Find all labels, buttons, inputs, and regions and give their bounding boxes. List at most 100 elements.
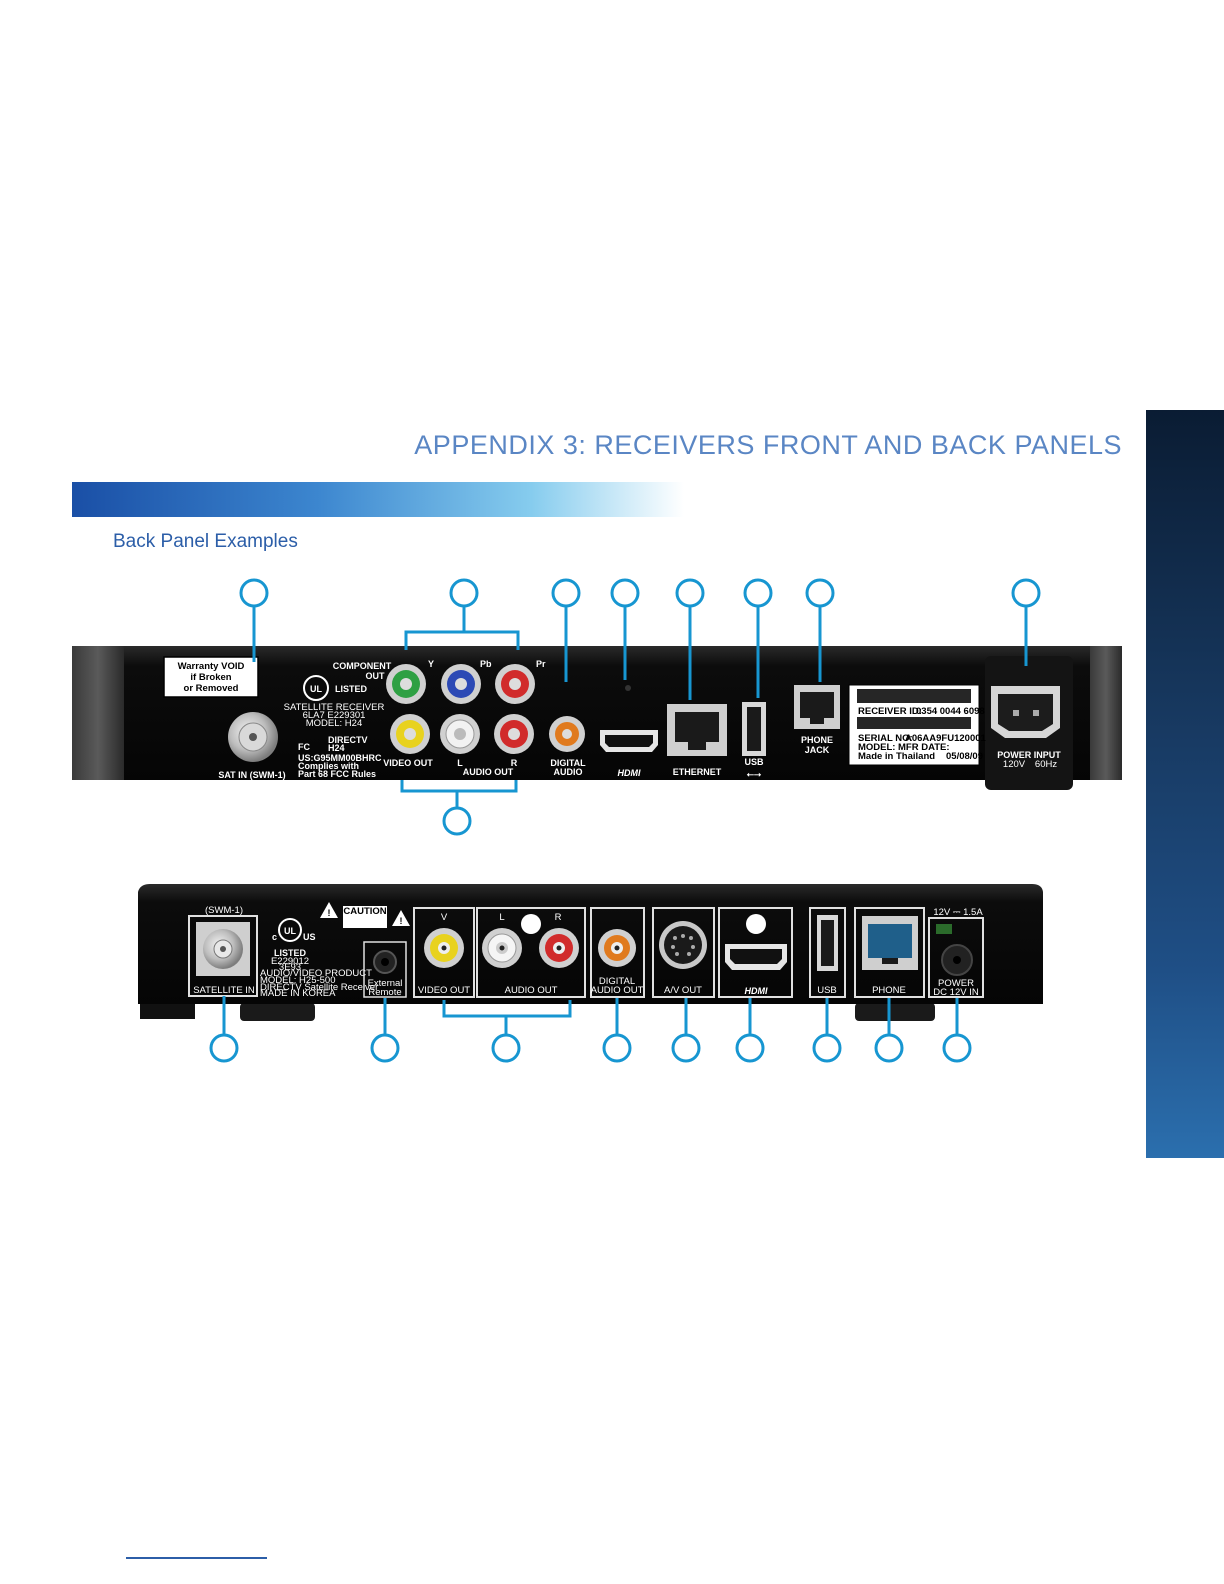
h25-usb-port[interactable] (817, 915, 838, 971)
callout-video-audio-out (442, 806, 472, 836)
h25-usb-label: USB (817, 985, 837, 996)
l-label: L (457, 758, 463, 768)
power-volts: 120V (1003, 759, 1026, 770)
svg-text:UL: UL (284, 926, 296, 936)
serial-receiver-id: 0354 0044 6098 (916, 706, 985, 717)
ethernet-port[interactable] (667, 704, 727, 756)
callout-component-out (449, 578, 479, 608)
callout-power (1011, 578, 1041, 608)
component-label-2: OUT (366, 671, 386, 681)
v-label: V (441, 912, 448, 923)
serial-receiver-id-label: RECEIVER ID: (858, 706, 922, 717)
callout-satellite-in (209, 1033, 239, 1063)
component-label-1: COMPONENT (333, 661, 392, 671)
warranty-sticker: Warranty VOID if Broken or Removed (163, 656, 259, 698)
h25-audio-r-jack[interactable] (539, 928, 579, 968)
callout-h25-hdmi (735, 1033, 765, 1063)
callout-h25-video-audio-out (491, 1033, 521, 1063)
phone-jack-port[interactable] (794, 685, 840, 729)
h25-video-out-jack[interactable] (424, 928, 464, 968)
sat-in-label: SAT IN (SWM-1) (218, 770, 285, 780)
video-out-label: VIDEO OUT (383, 758, 433, 768)
power-hz: 60Hz (1035, 759, 1057, 770)
warranty-line-1: Warranty VOID (178, 661, 245, 672)
h25-l-label: L (499, 912, 504, 923)
ul-c: c (272, 932, 277, 942)
component-pb-jack[interactable] (441, 664, 481, 704)
phone-jack-label-2: JACK (805, 745, 830, 755)
h25-cert-4: MODEL: H25-500 (260, 975, 336, 986)
component-y-jack[interactable] (386, 664, 426, 704)
digital-audio-jack[interactable] (549, 716, 585, 752)
fcc-line-2: H24 (328, 743, 345, 753)
page-title: APPENDIX 3: RECEIVERS FRONT AND BACK PAN… (414, 430, 1122, 460)
h25-usb-box (809, 907, 846, 998)
h25-cert-5: DIRECTV Satellite Receiver (260, 982, 378, 993)
pr-label: Pr (536, 659, 546, 669)
fcc-line-5: Part 68 FCC Rules (298, 769, 376, 779)
cert-line-3: MODEL: H24 (306, 718, 363, 729)
callout-h25-power (942, 1033, 972, 1063)
receiver-panel-h24: Warranty VOID if Broken or Removed SAT I… (72, 646, 1122, 790)
r-label: R (511, 758, 518, 768)
h25-foot-1 (240, 1003, 315, 1021)
audio-l-jack[interactable] (440, 714, 480, 754)
external-remote-label-2: Remote (368, 987, 401, 998)
h25-digital-audio-jack[interactable] (598, 929, 636, 967)
h25-power-label-1: POWER (938, 978, 974, 989)
external-remote-box (363, 941, 407, 998)
h25-cert-2: 3E93 (279, 962, 301, 973)
svg-text:UL: UL (310, 684, 322, 694)
ul-logo-h25: UL c US LISTED (272, 918, 316, 958)
usb-port[interactable] (742, 702, 766, 756)
receiver-panel-h25: (SWM-1) SATELLITE IN UL c US LISTED E229… (138, 884, 1043, 1021)
serial-no-label: SERIAL NO: (858, 733, 913, 744)
video-out-jack[interactable] (390, 714, 430, 754)
h25-hdmi-port[interactable] (725, 944, 787, 970)
component-pr-jack[interactable] (495, 664, 535, 704)
fcc-logo: FC (298, 742, 310, 752)
pb-label: Pb (480, 659, 492, 669)
power-input-socket[interactable] (991, 686, 1060, 738)
h24-right-endcap (1090, 646, 1122, 780)
h25-audio-l-jack[interactable] (482, 928, 522, 968)
warranty-line-3: or Removed (184, 683, 239, 694)
h25-video-out-label: VIDEO OUT (418, 985, 470, 996)
ul-listed-h25: LISTED (274, 948, 307, 958)
h25-audio-out-label: AUDIO OUT (505, 985, 558, 996)
h25-hdmi-box (718, 907, 793, 998)
svg-text:!: ! (328, 908, 331, 918)
satellite-in-port[interactable] (196, 922, 250, 976)
sat-in-port[interactable] (228, 712, 278, 762)
cert-line-2: 6LA7 E229301 (303, 710, 366, 721)
header-gradient-bar (72, 482, 684, 517)
digital-audio-out-box (590, 907, 645, 998)
section-subtitle: Back Panel Examples (113, 531, 298, 552)
hdmi-port[interactable] (600, 730, 658, 752)
satellite-in-label: SATELLITE IN (193, 985, 255, 996)
fcc-line-4: Complies with (298, 761, 359, 771)
ul-logo: UL LISTED (303, 675, 368, 701)
h24-left-endcap (72, 646, 124, 780)
h25-foot-left (140, 1003, 195, 1019)
h25-power-port[interactable] (936, 924, 973, 976)
digital-audio-label-1: DIGITAL (550, 758, 586, 768)
ethernet-label: ETHERNET (673, 767, 722, 777)
h25-power-box (928, 917, 984, 998)
h25-digital-audio-label-1: DIGITAL (599, 976, 635, 987)
audio-out-label: AUDIO OUT (463, 767, 514, 777)
h25-power-rating: 12V ⎓ 1.5A (933, 907, 983, 918)
ul-listed-text: LISTED (335, 684, 368, 694)
h25-cert-3: AUDIO/VIDEO PRODUCT (260, 968, 372, 979)
model-label: MODEL: (858, 742, 895, 753)
av-out-port[interactable] (659, 921, 707, 969)
svg-text:!: ! (400, 916, 403, 926)
h25-phone-port[interactable] (862, 916, 918, 970)
audio-r-jack[interactable] (494, 714, 534, 754)
external-remote-jack[interactable] (373, 950, 397, 974)
swm-label: (SWM-1) (205, 905, 243, 916)
callout-h25-digital-audio (602, 1033, 632, 1063)
callout-h25-phone (874, 1033, 904, 1063)
cert-line-1: SATELLITE RECEIVER (284, 702, 385, 713)
